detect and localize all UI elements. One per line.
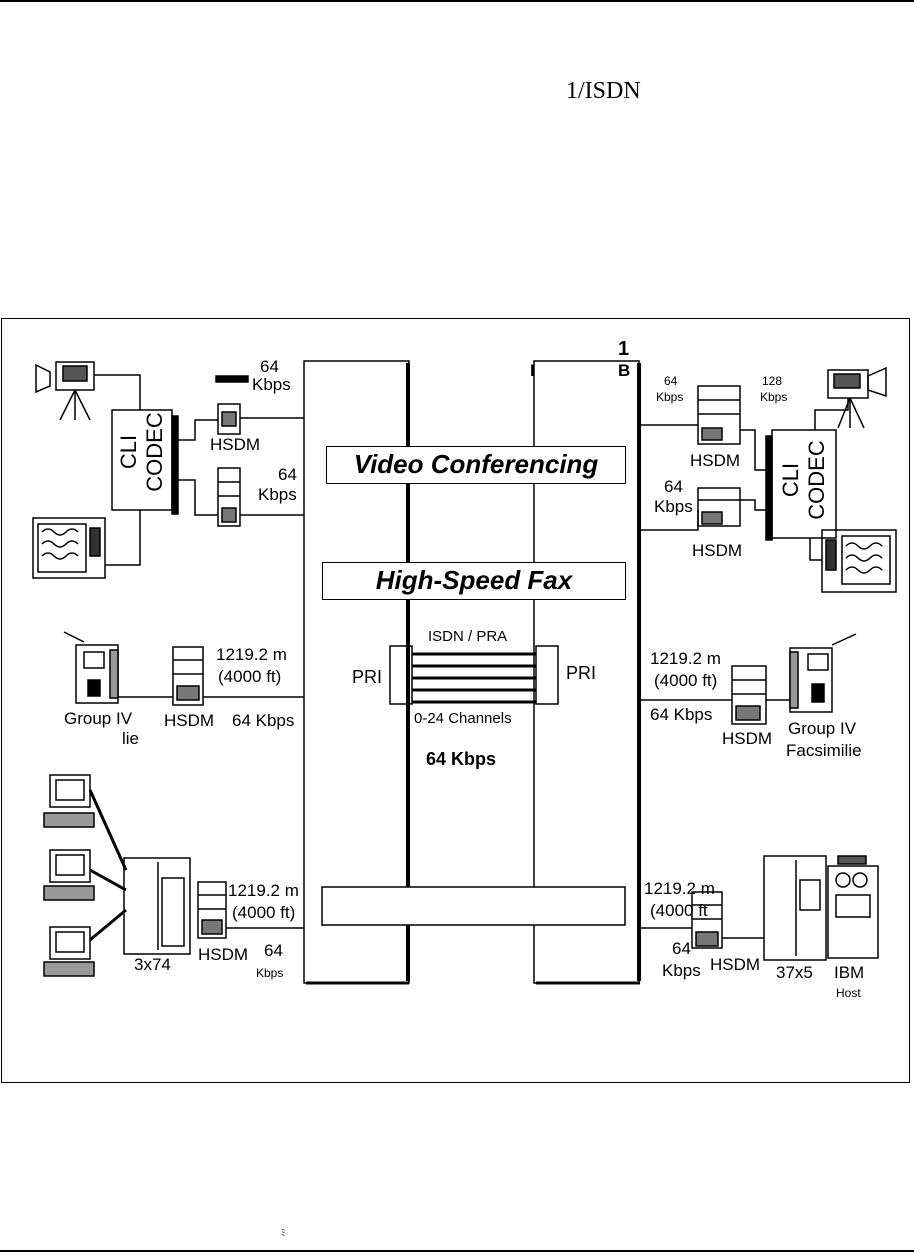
- switch-mark-right: B: [618, 361, 631, 380]
- center-rate-label: 64 Kbps: [426, 749, 497, 769]
- monitor-icon-left: [32, 517, 106, 579]
- left-codec-label: CLI CODEC: [116, 412, 167, 492]
- hsdm-icon-right-fax: [731, 665, 767, 725]
- controller-3x74-icon: [123, 857, 191, 955]
- header-text-fragment: 1/ISDN: [566, 78, 641, 104]
- right-fax-device-line-2: Facsimilie: [786, 741, 862, 760]
- right-video-rate-2-unit: Kbps: [760, 390, 788, 404]
- pri-label-left: PRI: [352, 667, 383, 687]
- left-fax-rate: 64 Kbps: [232, 711, 295, 730]
- module-bar-left: [215, 375, 249, 383]
- footer-mark: ﾐ: [281, 1228, 286, 1238]
- ibm-host-label-2: Host: [836, 986, 861, 1000]
- ibm-host-icon: [827, 855, 879, 959]
- front-end-processor-icon: [763, 855, 827, 961]
- switch-mark-left: I: [530, 361, 535, 380]
- video-camera-icon-right: [827, 366, 887, 429]
- fax-machine-icon-left: [63, 631, 119, 704]
- right-video-rate-2-value: 128: [762, 374, 783, 388]
- hsdm-icon-left-fax: [172, 646, 204, 706]
- right-fax-device-line-1: Group IV: [788, 719, 857, 738]
- bottom-rule: [0, 1250, 914, 1252]
- pri-trunk: [412, 652, 536, 704]
- left-data-rate-value: 64: [264, 941, 283, 960]
- right-data-hsdm-label: HSDM: [710, 955, 761, 974]
- right-video-rate-3-value: 64: [664, 477, 683, 496]
- pri-box-right: [535, 645, 559, 705]
- monitor-icon-right: [821, 529, 897, 593]
- terminal-icon-3: [43, 926, 95, 977]
- isdn-pra-label: ISDN / PRA: [428, 628, 508, 645]
- right-data-rate-unit: Kbps: [662, 961, 701, 980]
- terminal-icon-1: [43, 774, 95, 828]
- hsdm-icon-right-1: [697, 385, 741, 445]
- left-fax-device-line-1: Group IV: [64, 709, 133, 728]
- fax-machine-icon-right: [789, 633, 857, 713]
- left-fax-device-line-2: lie: [122, 729, 140, 748]
- right-hsdm-1-label: HSDM: [690, 451, 741, 470]
- right-video-rate-1-unit: Kbps: [656, 390, 684, 404]
- front-end-processor-label: 37x5: [776, 963, 813, 982]
- left-data-rate-unit: Kbps: [256, 966, 284, 980]
- data-banner: [321, 886, 626, 926]
- left-data-distance-ft: (4000 ft): [232, 903, 296, 922]
- left-fax-distance-ft: (4000 ft): [218, 667, 282, 686]
- left-video-rate-1-unit: Kbps: [252, 375, 291, 394]
- right-data-rate-value: 64: [672, 939, 691, 958]
- controller-label: 3x74: [134, 955, 171, 974]
- right-fax-rate: 64 Kbps: [650, 705, 713, 724]
- left-fax-hsdm-label: HSDM: [164, 711, 215, 730]
- hsdm-icon-left-2: [217, 467, 241, 527]
- left-hsdm-1-label: HSDM: [210, 435, 261, 454]
- right-hsdm-2-label: HSDM: [692, 541, 743, 560]
- figure-frame: [1, 318, 910, 1083]
- channels-label: 0-24 Channels: [414, 710, 512, 727]
- right-fax-distance-ft: (4000 ft): [654, 671, 718, 690]
- right-codec-label: CLI CODEC: [778, 440, 829, 520]
- left-video-rate-2-value: 64: [278, 465, 297, 484]
- right-data-distance-ft: (4000 ft: [650, 901, 708, 920]
- right-video-rate-3-unit: Kbps: [654, 497, 693, 516]
- left-video-rate-1-value: 64: [260, 357, 279, 376]
- pri-label-right: PRI: [566, 663, 597, 683]
- video-conferencing-banner: Video Conferencing: [326, 446, 626, 484]
- hsdm-icon-left-data: [197, 881, 227, 939]
- hsdm-icon-left-1: [217, 403, 241, 435]
- right-fax-hsdm-label: HSDM: [722, 729, 773, 748]
- terminal-icon-2: [43, 849, 95, 901]
- ibm-host-label-1: IBM: [834, 963, 865, 982]
- switch-number: 1: [618, 338, 630, 360]
- hsdm-icon-right-2: [697, 487, 741, 527]
- right-video-rate-1-value: 64: [664, 374, 678, 388]
- left-data-distance: 1219.2 m: [228, 881, 299, 900]
- left-data-hsdm-label: HSDM: [198, 945, 249, 964]
- right-fax-distance: 1219.2 m: [650, 649, 721, 668]
- right-data-distance: 1219.2 m: [644, 879, 715, 898]
- top-rule: [0, 0, 914, 2]
- left-video-rate-2-unit: Kbps: [258, 485, 297, 504]
- high-speed-fax-banner: High-Speed Fax: [322, 562, 626, 600]
- hsdm-icon-right-data: [691, 891, 723, 949]
- pri-box-left: [389, 645, 413, 705]
- video-camera-icon-left: [35, 361, 95, 421]
- left-fax-distance: 1219.2 m: [216, 645, 287, 664]
